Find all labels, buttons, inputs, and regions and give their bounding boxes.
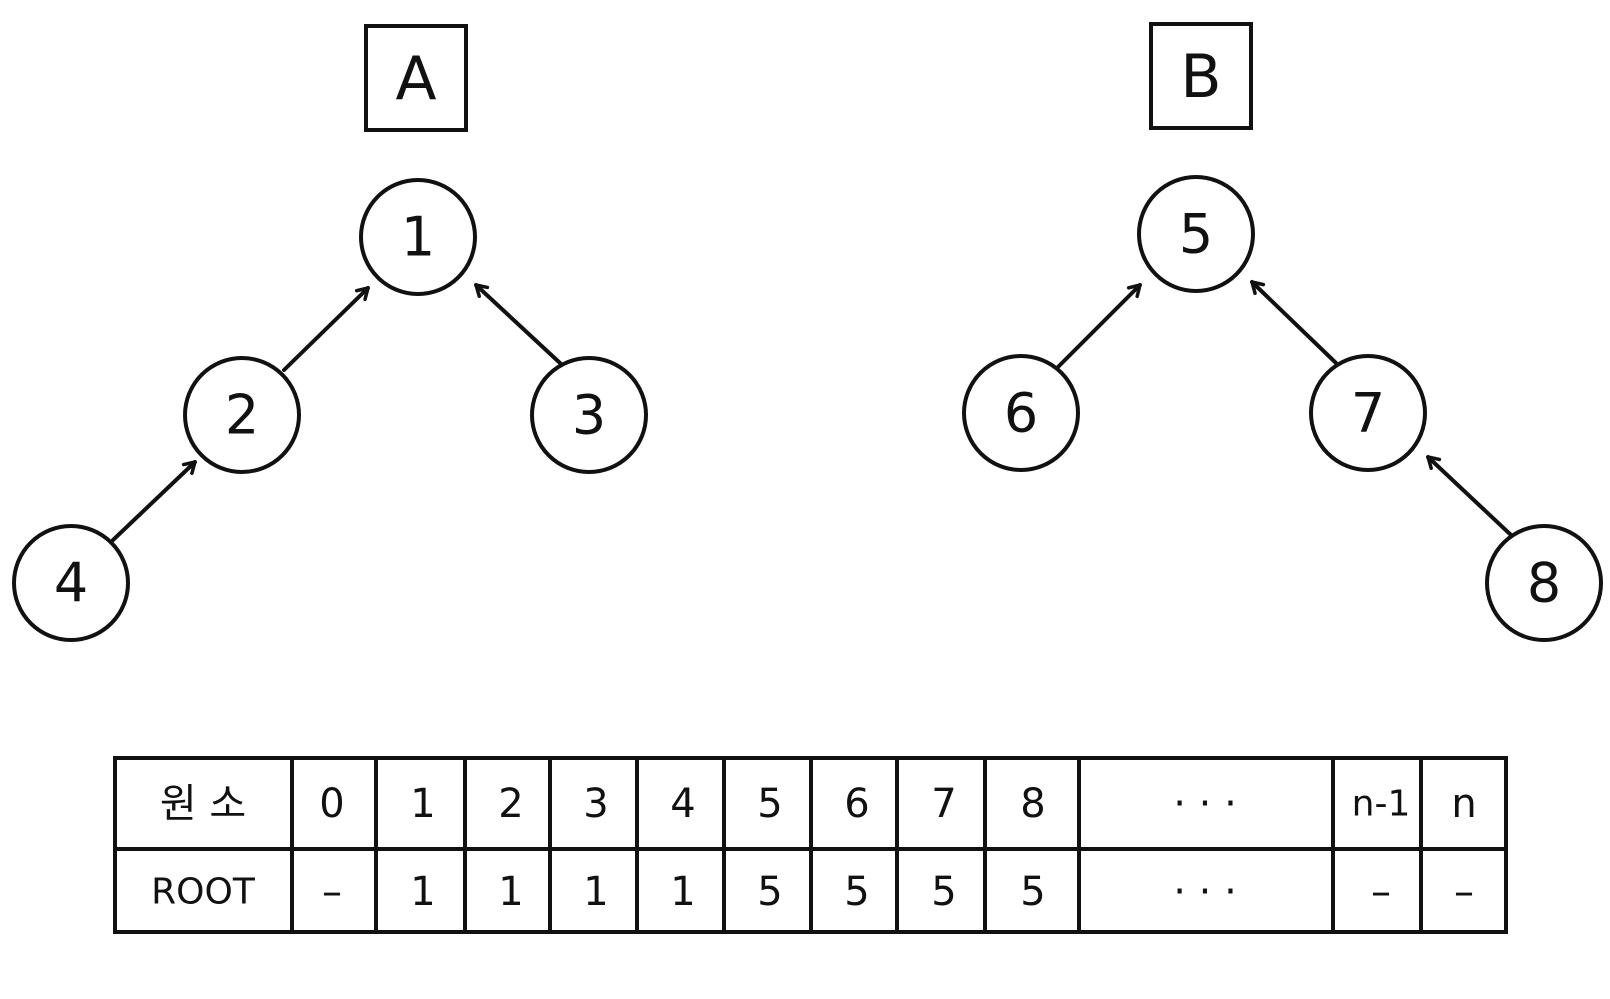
node-7-label: 7 <box>1351 382 1385 445</box>
node-6: 6 <box>962 354 1080 472</box>
edge-7-to-5 <box>1250 280 1338 365</box>
cell-element-6: 6 <box>844 781 869 827</box>
node-8: 8 <box>1485 524 1603 642</box>
cell-element-ellipsis: · · · <box>1173 781 1237 827</box>
node-2: 2 <box>183 356 301 474</box>
tree-a-title: A <box>364 24 468 132</box>
edge-2-to-1 <box>282 286 370 372</box>
node-4: 4 <box>12 524 130 642</box>
node-5: 5 <box>1137 175 1255 293</box>
cell-root-1: 1 <box>410 869 435 915</box>
node-6-label: 6 <box>1004 382 1038 445</box>
edge-3-to-1 <box>474 283 562 365</box>
table-row-root: ROOT – 1 1 1 1 5 5 5 5 · · · – – <box>151 869 1474 915</box>
tree-b-label: B <box>1180 42 1221 112</box>
cell-root-3: 1 <box>583 869 608 915</box>
table-row-element: 원 소 0 1 2 3 4 5 6 7 8 · · · n-1 n <box>160 781 1477 827</box>
node-3-label: 3 <box>572 384 606 447</box>
cell-element-8: 8 <box>1020 781 1045 827</box>
cell-root-6: 5 <box>844 869 869 915</box>
tree-b-edges <box>1056 280 1513 537</box>
node-2-label: 2 <box>225 384 259 447</box>
cell-root-n: – <box>1454 869 1474 915</box>
cell-element-7: 7 <box>931 781 956 827</box>
cell-root-5: 5 <box>757 869 782 915</box>
cell-element-3: 3 <box>583 781 608 827</box>
node-1: 1 <box>359 178 477 296</box>
cell-root-ellipsis: · · · <box>1173 869 1237 915</box>
row-header-element: 원 소 <box>160 781 246 827</box>
edge-8-to-7 <box>1426 455 1513 537</box>
cell-element-4: 4 <box>670 781 695 827</box>
tree-b-title: B <box>1149 22 1253 130</box>
cell-element-0: 0 <box>319 781 344 827</box>
cell-root-0: – <box>322 869 342 915</box>
cell-element-n-minus-1: n-1 <box>1352 784 1411 825</box>
tree-a-edges <box>111 283 562 542</box>
edge-4-to-2 <box>111 460 197 542</box>
tree-a-label: A <box>395 44 436 114</box>
cell-root-8: 5 <box>1020 869 1045 915</box>
node-5-label: 5 <box>1179 203 1213 266</box>
cell-root-2: 1 <box>498 869 523 915</box>
table-column-dividers <box>290 758 1423 932</box>
cell-root-7: 5 <box>931 869 956 915</box>
cell-element-n: n <box>1451 781 1476 827</box>
edge-6-to-5 <box>1056 283 1142 369</box>
row-header-root: ROOT <box>151 872 256 913</box>
node-3: 3 <box>530 356 648 474</box>
cell-element-1: 1 <box>410 781 435 827</box>
cell-element-5: 5 <box>757 781 782 827</box>
node-4-label: 4 <box>54 552 88 615</box>
root-table: 원 소 0 1 2 3 4 5 6 7 8 · · · n-1 n ROOT –… <box>113 756 1508 934</box>
cell-root-n-minus-1: – <box>1371 869 1391 915</box>
cell-root-4: 1 <box>670 869 695 915</box>
cell-element-2: 2 <box>498 781 523 827</box>
node-8-label: 8 <box>1527 552 1561 615</box>
node-1-label: 1 <box>401 206 435 269</box>
node-7: 7 <box>1309 354 1427 472</box>
